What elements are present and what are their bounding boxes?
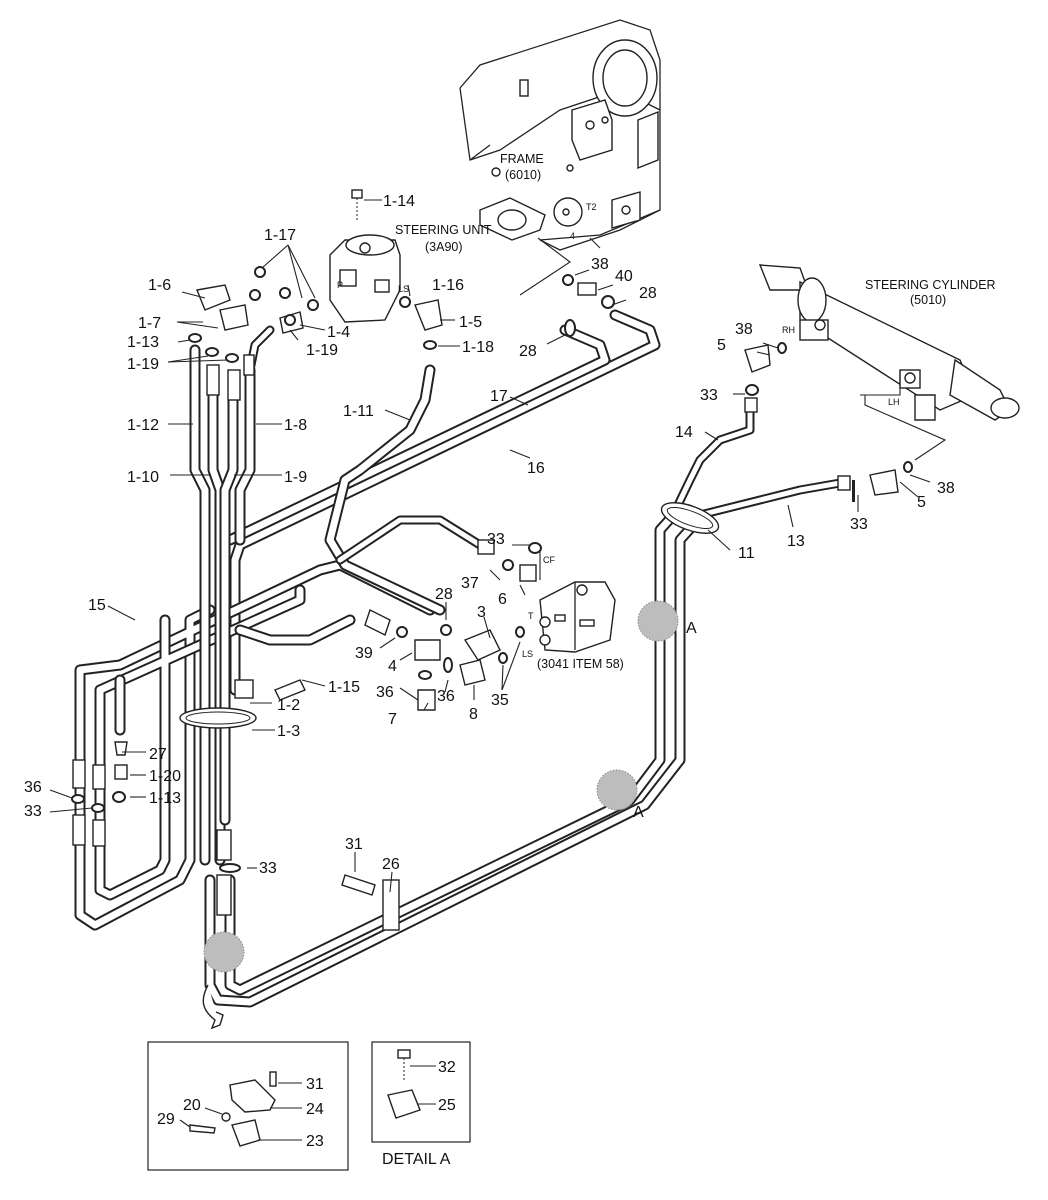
- callout-37: 37: [461, 575, 479, 592]
- detail-panel-right: 32 25 DETAIL A: [371, 1041, 471, 1168]
- valve-reference: (3041 ITEM 58): [537, 657, 624, 671]
- o-rings: [71, 266, 913, 873]
- callout-38-frame: 38: [591, 256, 609, 273]
- callout-28-valve: 28: [435, 586, 453, 603]
- callout-28-frame: 28: [639, 285, 657, 302]
- callout-1-5: 1-5: [459, 314, 482, 331]
- callout-5-lh: 5: [917, 494, 926, 511]
- callout-39: 39: [355, 645, 373, 662]
- callout-1-12: 1-12: [127, 417, 159, 434]
- port-label-lh: LH: [888, 397, 900, 407]
- detail-callout-24: 24: [306, 1101, 324, 1118]
- callout-1-8: 1-8: [284, 417, 307, 434]
- callout-36-left-fitting: 36: [24, 779, 42, 796]
- steering-unit-label: STEERING UNIT: [395, 223, 492, 237]
- detail-callout-20: 20: [183, 1097, 201, 1114]
- port-label-t2: T2: [586, 202, 597, 212]
- callout-8: 8: [469, 706, 478, 723]
- callout-1-10: 1-10: [127, 469, 159, 486]
- frame-code: (6010): [505, 168, 541, 182]
- detail-marker-a-1: A: [686, 620, 697, 637]
- detail-marker-a-2: A: [633, 804, 644, 821]
- callout-1-18: 1-18: [462, 339, 494, 356]
- callout-33-left-fitting: 33: [24, 803, 42, 820]
- callout-1-11: 1-11: [343, 403, 374, 420]
- callout-35: 35: [491, 692, 509, 709]
- callout-3: 3: [477, 604, 486, 621]
- callout-1-3: 1-3: [277, 723, 300, 740]
- detail-callout-31: 31: [306, 1076, 324, 1093]
- callout-38-rh: 38: [735, 321, 753, 338]
- steering-cylinder: RH LH STEERING CYLINDER (5010): [758, 264, 1020, 461]
- callout-11: 11: [738, 545, 755, 562]
- port-label-ls-unit: LS: [398, 284, 409, 294]
- callout-1-13-bottom: 1-13: [149, 790, 181, 807]
- frame-label: FRAME: [500, 152, 544, 166]
- detail-a-title: DETAIL A: [382, 1151, 451, 1168]
- callout-33-rh: 33: [700, 387, 718, 404]
- callout-33-lh: 33: [850, 516, 868, 533]
- callout-40: 40: [615, 268, 633, 285]
- callout-26: 26: [382, 856, 400, 873]
- callout-1-17: 1-17: [264, 227, 296, 244]
- steering-cylinder-code: (5010): [910, 293, 946, 307]
- priority-valve: CF T LS (3041 ITEM 58): [520, 544, 624, 671]
- callout-36-right: 36: [437, 688, 455, 705]
- callout-13: 13: [787, 533, 805, 550]
- detail-callout-23: 23: [306, 1133, 324, 1150]
- callout-16: 16: [527, 460, 545, 477]
- callout-1-20: 1-20: [149, 768, 181, 785]
- callout-1-19-left: 1-19: [127, 356, 159, 373]
- detail-panel-left: 31 20 24 29 23: [147, 1041, 349, 1171]
- callout-1-19-right: 1-19: [306, 342, 338, 359]
- callout-1-7: 1-7: [138, 315, 161, 332]
- callout-1-4: 1-4: [327, 324, 350, 341]
- port-label-p: P: [337, 280, 343, 290]
- callout-1-6: 1-6: [148, 277, 171, 294]
- port-label-ls-valve: LS: [522, 649, 533, 659]
- callout-28-pipe: 28: [519, 343, 537, 360]
- callout-27: 27: [149, 746, 167, 763]
- detail-callout-25: 25: [438, 1097, 456, 1114]
- detail-markers: A A: [202, 600, 697, 1030]
- port-label-t: T: [528, 611, 534, 621]
- callout-1-2: 1-2: [277, 697, 300, 714]
- steering-unit: P LS STEERING UNIT (3A90): [329, 189, 492, 323]
- detail-callout-32: 32: [438, 1059, 456, 1076]
- steering-cylinder-label: STEERING CYLINDER: [865, 278, 996, 292]
- callout-1-15: 1-15: [328, 679, 360, 696]
- frame-assembly: T2 4 FRAME (6010): [459, 19, 661, 296]
- callout-14: 14: [675, 424, 693, 441]
- callout-7: 7: [388, 711, 397, 728]
- callout-33-bundle: 33: [259, 860, 277, 877]
- callout-6: 6: [498, 591, 507, 608]
- pipe-network: [72, 282, 899, 1008]
- callout-1-16: 1-16: [432, 277, 464, 294]
- callout-1-13-top: 1-13: [127, 334, 159, 351]
- callout-5-rh: 5: [717, 337, 726, 354]
- detail-callout-29: 29: [157, 1111, 175, 1128]
- callouts: 1-14 1-17 1-16 1-6 1-5 1-7 1-4 1-13 1-19…: [24, 193, 955, 877]
- callout-33-valve: 33: [487, 531, 505, 548]
- callout-4: 4: [388, 658, 397, 675]
- callout-15: 15: [88, 597, 106, 614]
- port-label-4: 4: [570, 231, 575, 241]
- callout-1-14: 1-14: [383, 193, 415, 210]
- steering-unit-code: (3A90): [425, 240, 463, 254]
- callout-38-lh: 38: [937, 480, 955, 497]
- port-label-rh: RH: [782, 325, 795, 335]
- callout-1-9: 1-9: [284, 469, 307, 486]
- callout-17: 17: [490, 388, 508, 405]
- leader-lines: [49, 199, 931, 893]
- callout-36-left: 36: [376, 684, 394, 701]
- port-label-cf: CF: [543, 555, 555, 565]
- callout-31: 31: [345, 836, 363, 853]
